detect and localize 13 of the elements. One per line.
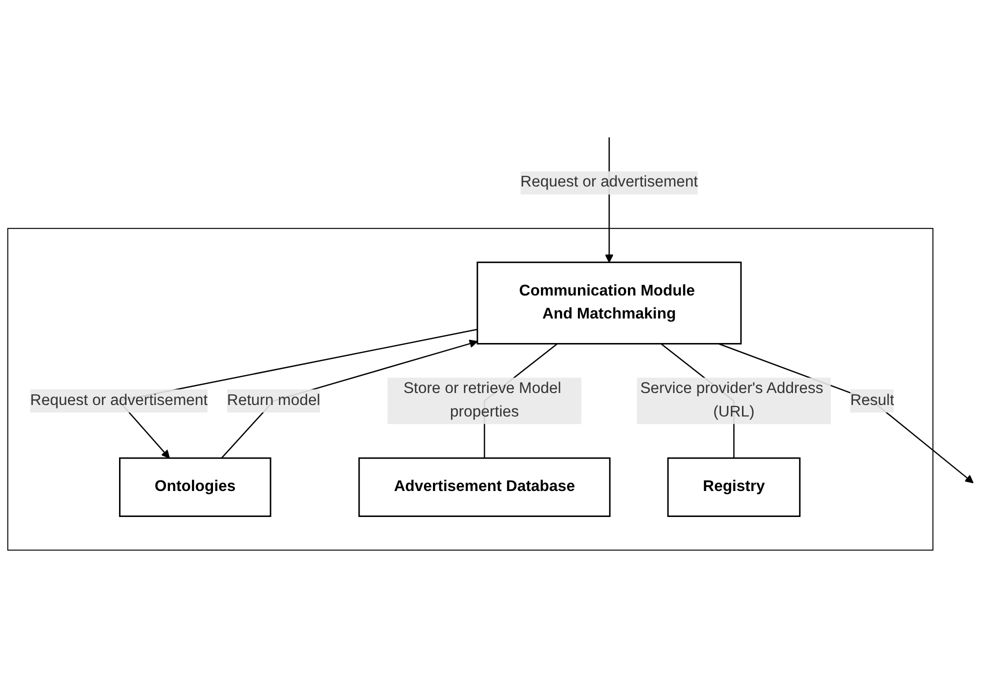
edge-label: Service provider's Address (URL) [640,380,824,420]
arrow [221,339,478,458]
node-box: Ontologies [119,456,272,516]
edge-label: Result [850,392,894,408]
node-box: Registry [667,456,801,516]
node-box: Communication Module And Matchmaking [476,261,742,344]
edge-label: Store or retrieve Model properties [403,380,562,420]
edge-label: Request or advertisement [520,174,698,190]
edge-label: Request or advertisement [30,392,208,408]
cluster [7,227,934,550]
arrow [718,342,974,483]
edge-label: Return model [227,392,320,408]
node-box: Advertisement Database [358,456,611,516]
